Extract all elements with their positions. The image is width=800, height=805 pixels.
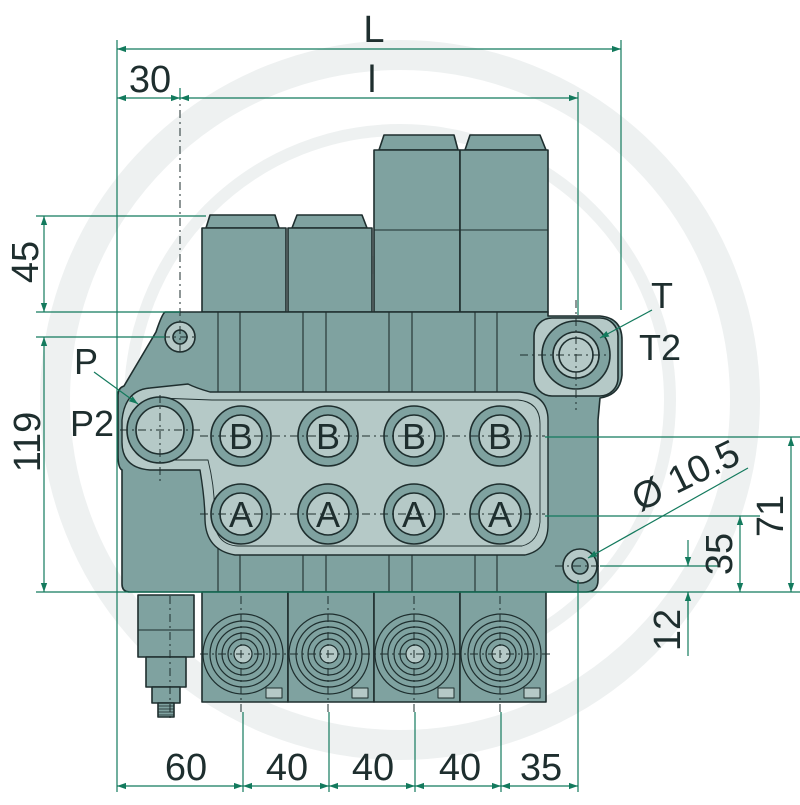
dim-35-label: 35 [699,533,741,575]
port-T2-label: T2 [639,327,681,368]
port-B1-label: B [229,416,253,457]
port-B2-label: B [316,416,340,457]
dim-L-label: L [363,9,384,51]
port-A1-label: A [229,494,253,535]
port-labels: P P2 T T2 B B B B A A A A [70,275,681,535]
dim-45-label: 45 [5,241,47,283]
dim-71-label: 71 [750,495,792,537]
dim-l-label: l [368,59,376,101]
port-A3-label: A [402,494,426,535]
dim-40a-label: 40 [266,747,308,789]
dimension-lines [36,40,800,792]
centerlines [120,92,610,720]
actuator-caps [201,134,549,313]
port-B3-label: B [402,416,426,457]
dim-12-label: 12 [647,609,689,651]
dim-119-label: 119 [7,412,49,473]
port-A4-label: A [488,494,512,535]
port-T-label: T [651,275,673,316]
dim-35-bottom-label: 35 [520,747,562,789]
dim-40c-label: 40 [439,747,481,789]
port-A2-label: A [316,494,340,535]
port-P2-label: P2 [70,403,114,444]
relief-valve [137,594,195,718]
spool-caps [201,591,547,703]
port-P-label: P [74,341,98,382]
dim-40b-label: 40 [352,747,394,789]
dim-30-label: 30 [129,59,171,101]
port-B4-label: B [488,416,512,457]
dim-60-label: 60 [165,747,207,789]
